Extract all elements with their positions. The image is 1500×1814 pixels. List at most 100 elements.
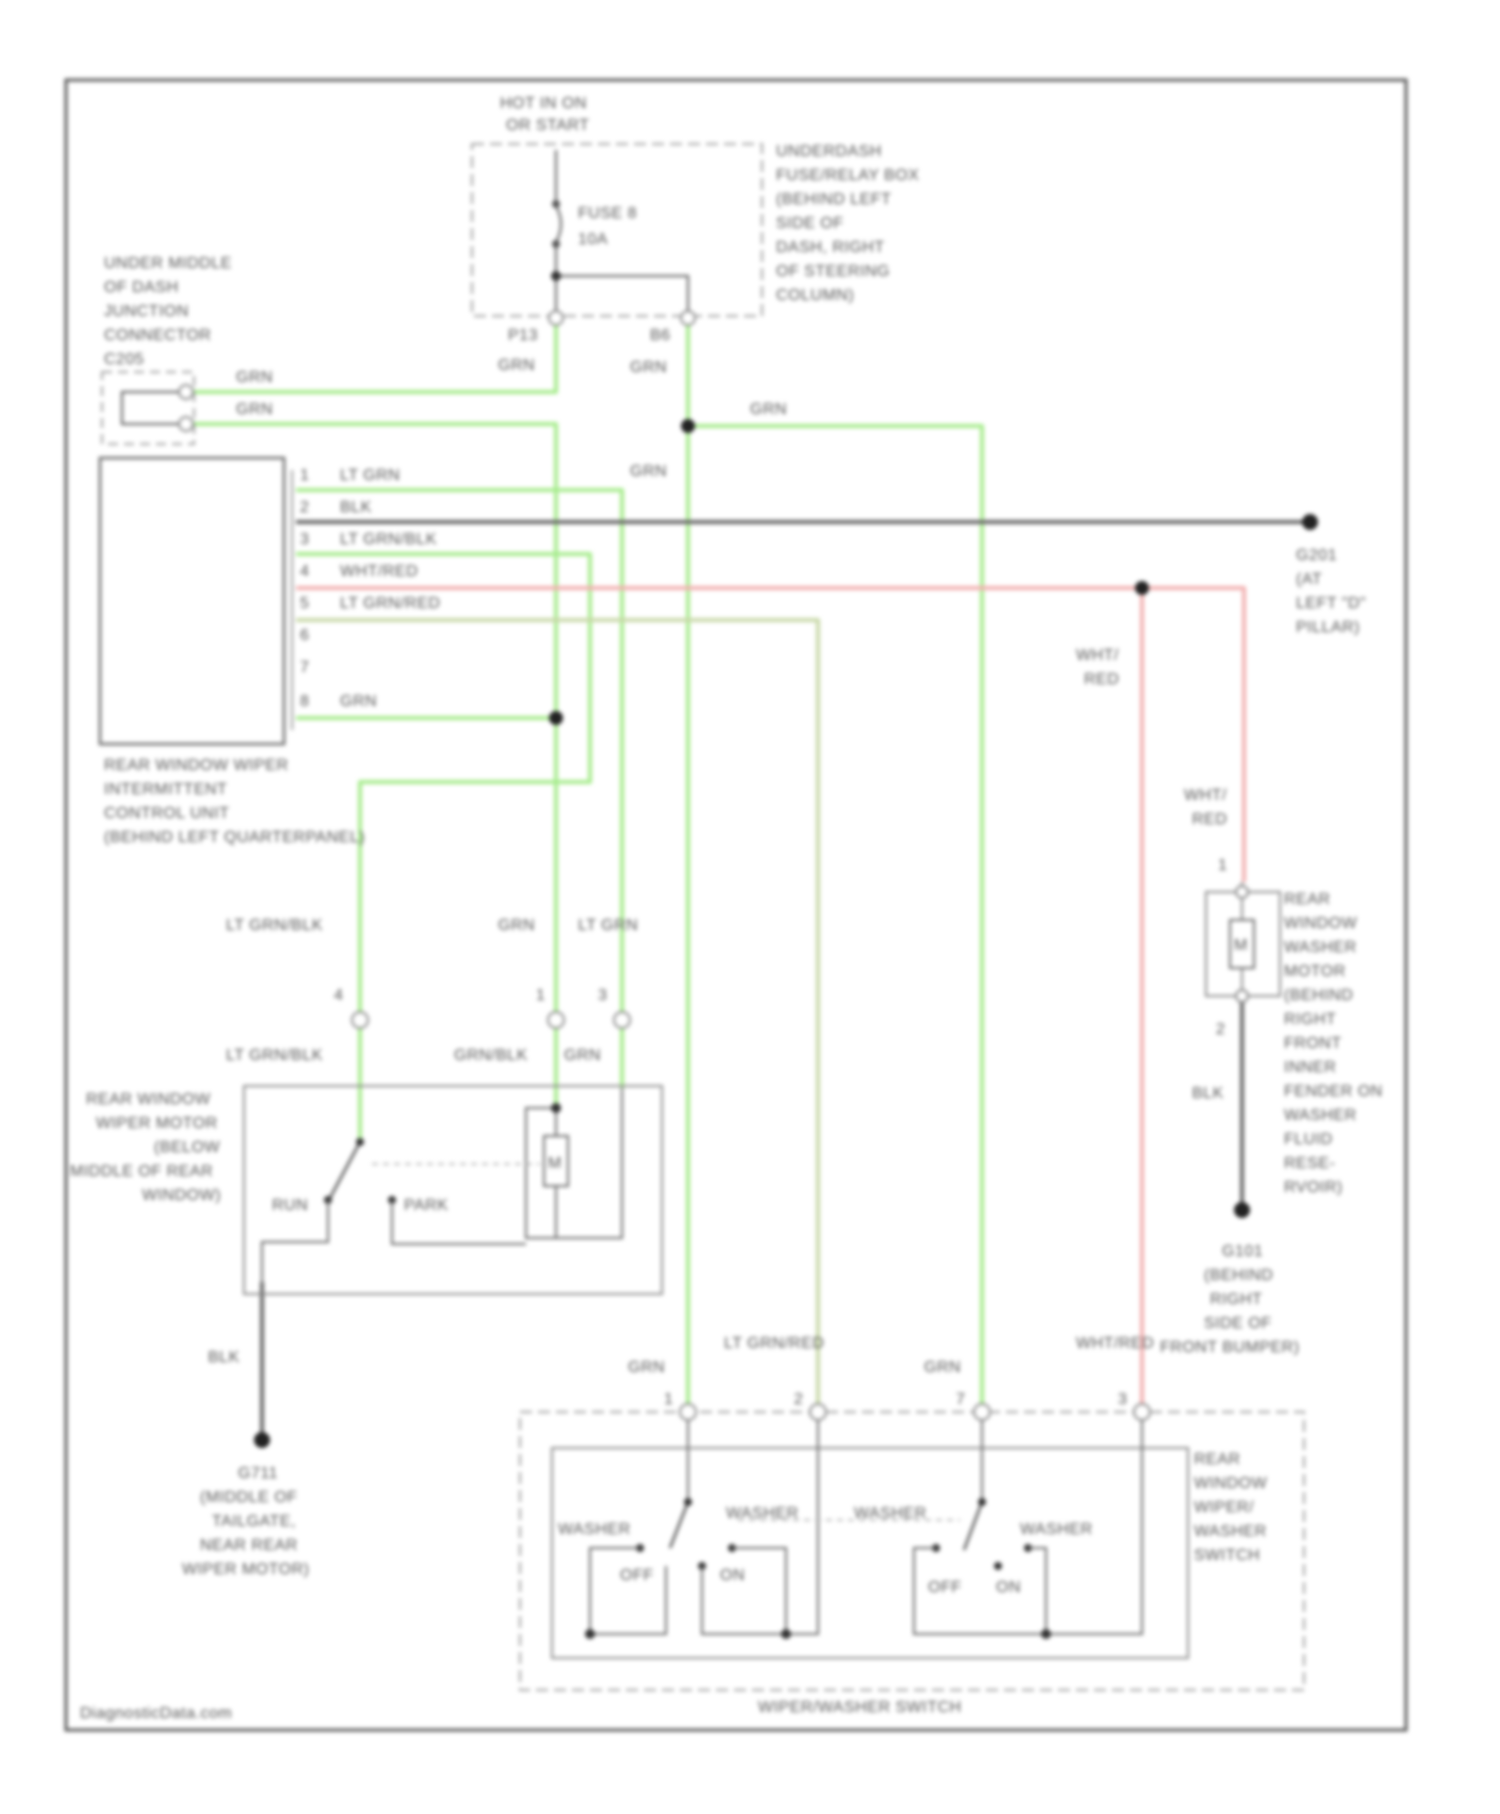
cu-pin4-num: 4: [300, 563, 309, 580]
g201-label-4: PILLAR): [1296, 619, 1360, 636]
wiper-motor-internal-wire: [526, 1088, 622, 1238]
washer-motor-symbol-text: M: [1234, 937, 1248, 954]
fuse-wire-right: GRN: [630, 359, 667, 376]
junction-pin-top: [179, 385, 193, 399]
switch-pin1-num: 1: [664, 1391, 673, 1408]
wiper-motor-label-4: MIDDLE OF REAR: [70, 1163, 213, 1180]
splice-wht-red: [1135, 581, 1149, 595]
switch-left-splice-a: [585, 1629, 595, 1639]
junction-label-5: C205: [104, 351, 144, 368]
hot-source-line2: OR START: [506, 117, 589, 134]
washer-motor-label-13: RVOIR): [1284, 1179, 1343, 1196]
g101-label-3: RIGHT: [1210, 1291, 1262, 1308]
cu-pin1-num: 1: [300, 467, 309, 484]
fuse-label: FUSE 8: [578, 205, 637, 222]
ground-g711-dot: [254, 1432, 270, 1448]
wiper-pin4-wire-below: LT GRN/BLK: [226, 1047, 323, 1064]
cu-pin5-num: 5: [300, 595, 309, 612]
junction-pin-bottom: [179, 417, 193, 431]
g101-label-2: (BEHIND: [1204, 1267, 1273, 1284]
wiper-motor-label-3: (BELOW: [154, 1139, 221, 1156]
switch-right-washer-b: WASHER: [1020, 1521, 1093, 1538]
fuse-box-label-6: OF STEERING: [776, 263, 890, 280]
washer-motor-label-5: (BEHIND: [1284, 987, 1353, 1004]
cu-pin4-wire: WHT/RED: [340, 563, 418, 580]
fuse-box-splice: [551, 271, 561, 281]
control-unit-label-3: CONTROL UNIT: [104, 805, 229, 822]
junction-label-4: CONNECTOR: [104, 327, 211, 344]
g201-label-3: LEFT "D": [1296, 595, 1366, 612]
cu-pin2-wire: BLK: [340, 499, 372, 516]
wiper-pin1-wire-below: GRN/BLK: [454, 1047, 528, 1064]
switch-right-splice: [1041, 1629, 1051, 1639]
wire-grn-splice-to-switch-pin7: [688, 426, 982, 1410]
center-wire-label: GRN: [630, 463, 667, 480]
junction-label-2: OF DASH: [104, 279, 179, 296]
wiper-motor-symbol-text: M: [548, 1155, 562, 1172]
watermark: DiagnosticData.com: [80, 1705, 232, 1722]
cu-pin3-wire: LT GRN/BLK: [340, 531, 437, 548]
switch-label-3: WIPER/: [1194, 1499, 1254, 1516]
switch-label-4: WASHER: [1194, 1523, 1267, 1540]
wiper-park-label: PARK: [404, 1197, 448, 1214]
fuse-box-label-5: DASH, RIGHT: [776, 239, 885, 256]
switch-right-off: OFF: [928, 1579, 962, 1596]
switch-right-on: ON: [996, 1579, 1021, 1596]
cu-pin8-wire: GRN: [340, 693, 377, 710]
wiper-run-label: RUN: [272, 1197, 308, 1214]
cu-pin6-num: 6: [300, 627, 309, 644]
washer-motor-label-3: WASHER: [1284, 939, 1357, 956]
g101-label-1: G101: [1222, 1243, 1263, 1260]
fuse-element: [556, 206, 561, 242]
washer-motor-label-10: WASHER: [1284, 1107, 1357, 1124]
switch-left-off-wire: [590, 1548, 666, 1634]
junction-connector-outline: [102, 372, 194, 444]
fuse-box-label-3: (BEHIND LEFT: [776, 191, 891, 208]
wiper-ground-wire: BLK: [208, 1349, 240, 1366]
wiper-pin1-num: 1: [536, 987, 545, 1004]
switch-pin1: [680, 1404, 696, 1420]
g101-label-4: SIDE OF: [1204, 1315, 1272, 1332]
wiper-pin4-num: 4: [334, 987, 343, 1004]
switch-label-5: SWITCH: [1194, 1547, 1260, 1564]
switch-pin2-num: 2: [794, 1391, 803, 1408]
wiper-motor-box: [244, 1086, 662, 1294]
switch-left-washer-wire: [732, 1420, 818, 1634]
switch-label-2: WINDOW: [1194, 1475, 1268, 1492]
switch-caption: WIPER/WASHER SWITCH: [758, 1699, 962, 1716]
wiper-connector-pin4: [352, 1012, 368, 1028]
cu-pin1-wire: LT GRN: [340, 467, 400, 484]
washer-motor-wire-bottom: BLK: [1192, 1085, 1224, 1102]
switch-pin3-wire: WHT/RED: [1076, 1335, 1154, 1352]
wht-red-label-a2: RED: [1084, 671, 1119, 688]
fuse-box-label-1: UNDERDASH: [776, 143, 882, 160]
wiper-pin1-wire-above: GRN: [498, 917, 535, 934]
wiper-pin3-wire-above: LT GRN: [578, 917, 638, 934]
junction-wire-top: GRN: [236, 369, 273, 386]
g101-label-5: FRONT BUMPER): [1160, 1339, 1300, 1356]
switch-right-arm: [964, 1502, 982, 1550]
wiper-switch-pivot: [356, 1138, 364, 1146]
splice-grn-pin8: [549, 711, 563, 725]
switch-left-arm: [670, 1502, 688, 1548]
control-unit-label-4: (BEHIND LEFT QUARTERPANEL): [104, 829, 365, 846]
wiper-pin4-wire-above: LT GRN/BLK: [226, 917, 323, 934]
cu-pin8-num: 8: [300, 693, 309, 710]
switch-right-on-contact: [994, 1562, 1002, 1570]
cu-pin2-num: 2: [300, 499, 309, 516]
fuse-pin-right-label: B6: [650, 327, 671, 344]
g201-label-2: (AT: [1296, 571, 1322, 588]
washer-motor-label-4: MOTOR: [1284, 963, 1346, 980]
junction-wire-bottom: GRN: [236, 401, 273, 418]
switch-left-off: OFF: [620, 1567, 654, 1584]
washer-motor-label-8: INNER: [1284, 1059, 1336, 1076]
wiper-pin3-wire-below: GRN: [564, 1047, 601, 1064]
control-unit-box: [100, 458, 284, 744]
fuse-box-label-7: COLUMN): [776, 287, 854, 304]
g201-label-1: G201: [1296, 547, 1337, 564]
switch-left-splice-b: [781, 1629, 791, 1639]
wiper-run-wire: [262, 1200, 328, 1294]
switch-left-washer-b: WASHER: [726, 1505, 799, 1522]
splice-wire-label: GRN: [750, 401, 787, 418]
wiper-pin3-num: 3: [598, 987, 607, 1004]
